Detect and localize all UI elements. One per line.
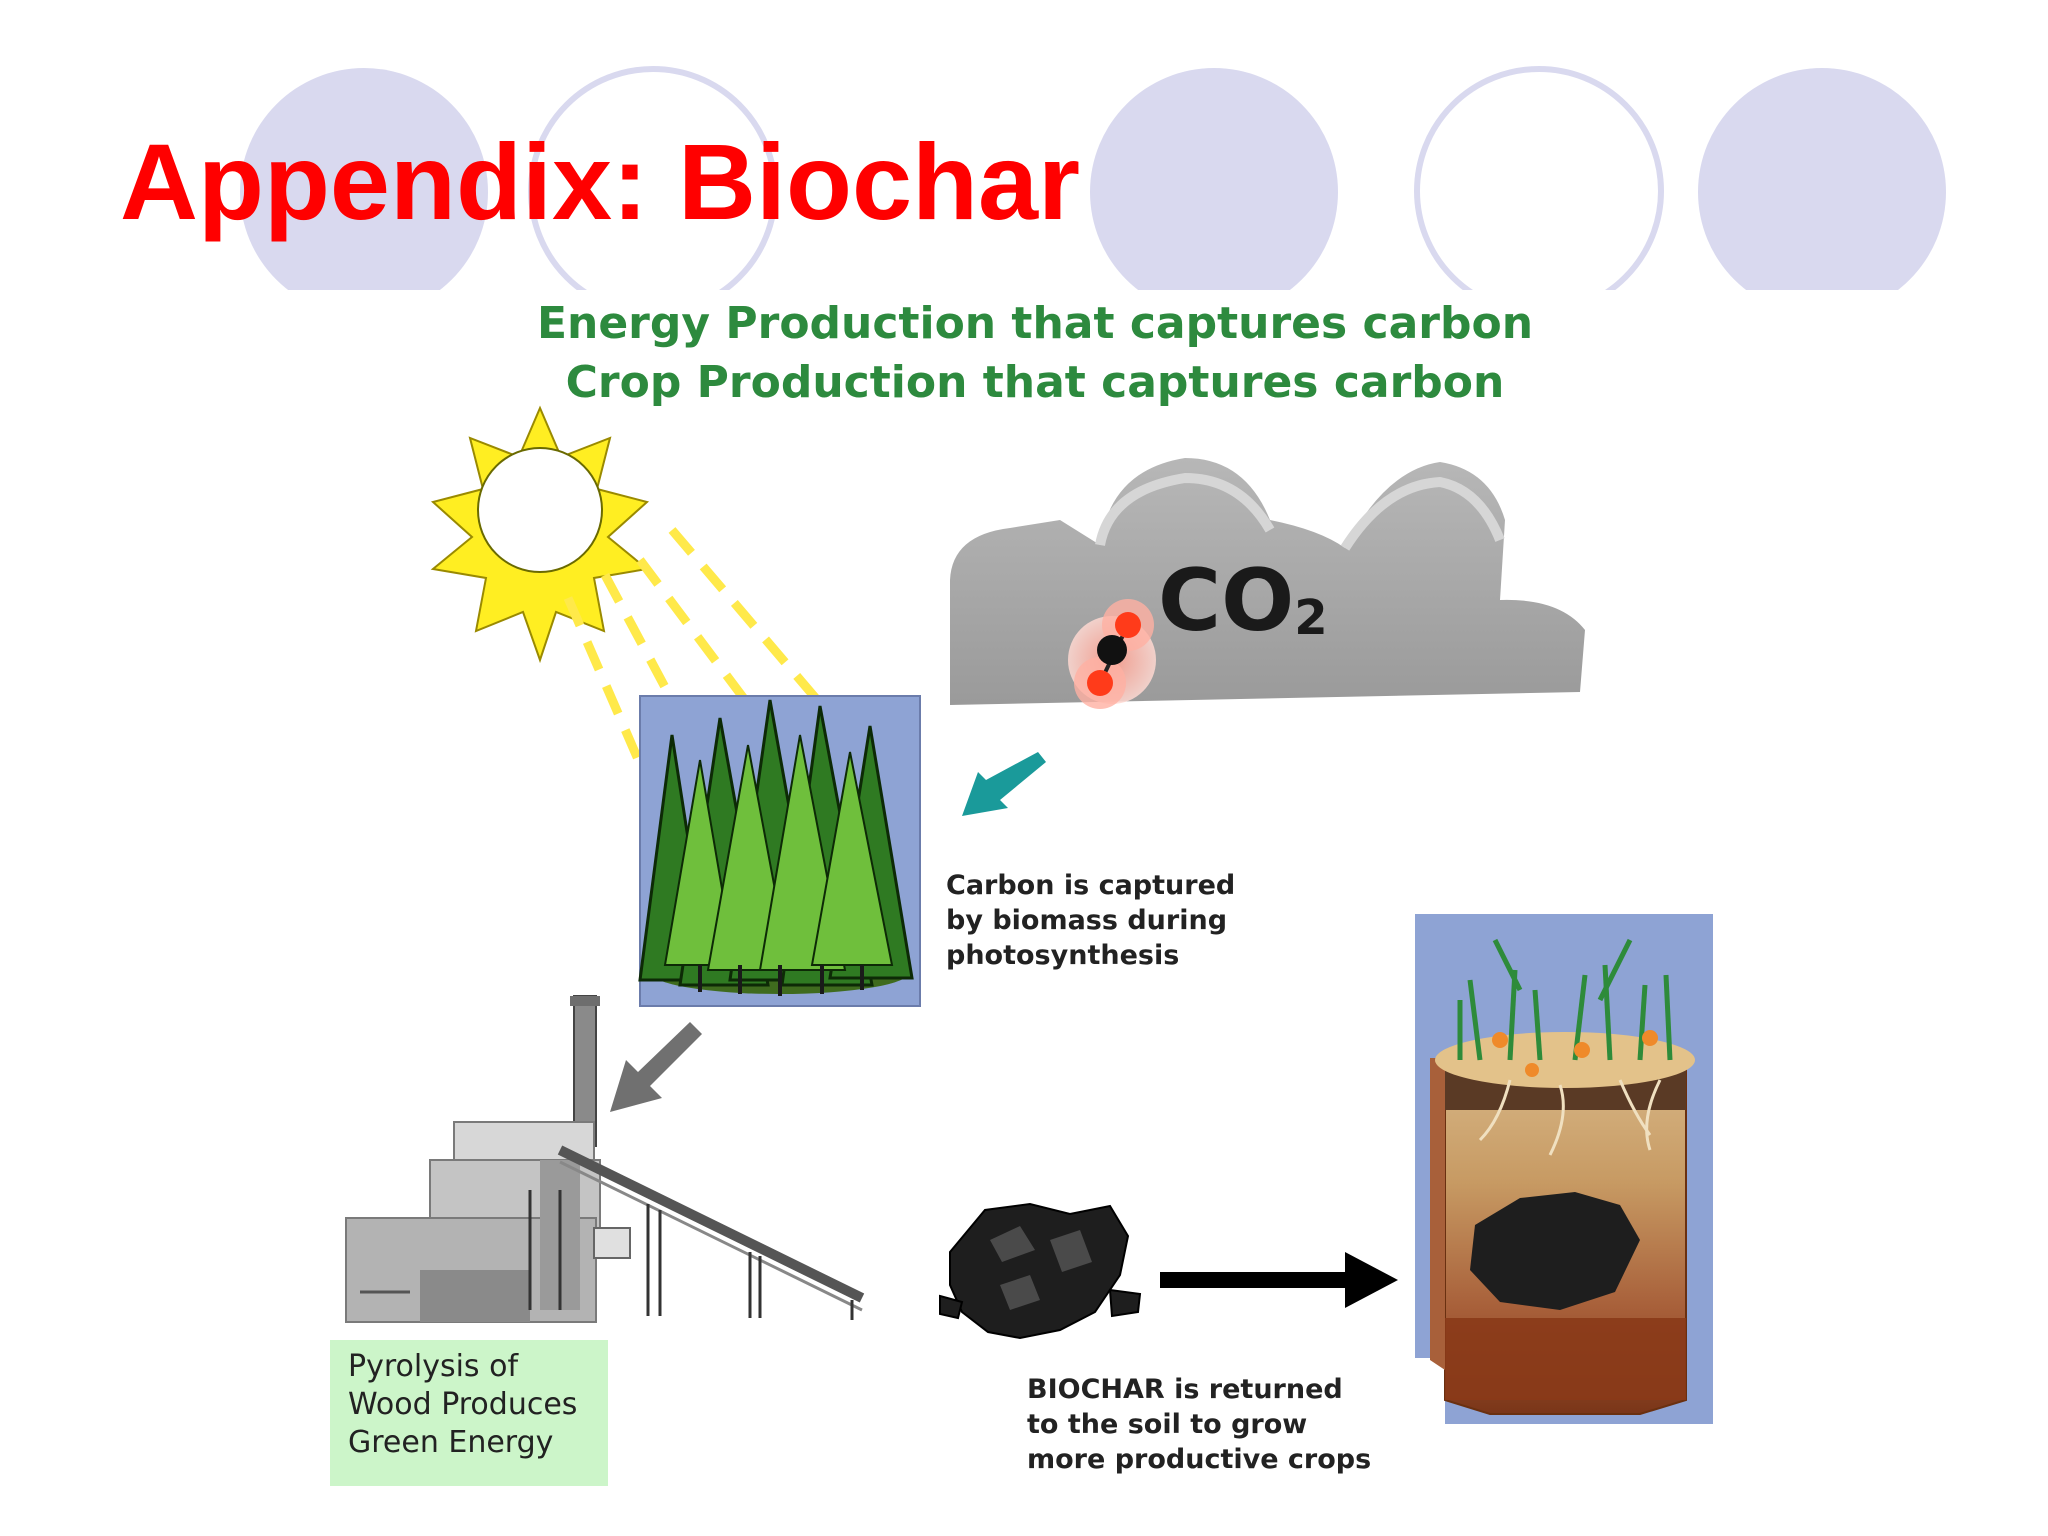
caption-line: photosynthesis <box>946 940 1180 971</box>
co2-label: CO2 <box>1158 551 1328 651</box>
decor-circle-1 <box>240 68 488 316</box>
power-plant-icon <box>345 995 865 1323</box>
arrow-to-trees-icon <box>962 752 1046 816</box>
caption-line: more productive crops <box>1027 1444 1372 1475</box>
decor-circle-3 <box>1090 68 1338 316</box>
biochar-pile-icon <box>939 1202 1142 1340</box>
caption-carbon-capture: Carbon is captured by biomass during pho… <box>946 868 1235 973</box>
caption-line: to the soil to grow <box>1027 1409 1308 1440</box>
caption-biochar: BIOCHAR is returned to the soil to grow … <box>1027 1372 1371 1477</box>
forest-icon <box>638 695 921 1007</box>
caption-line: Green Energy <box>348 1425 554 1460</box>
caption-line: Pyrolysis of <box>348 1349 519 1384</box>
caption-line: Wood Produces <box>348 1387 578 1422</box>
pyrolysis-label-box: Pyrolysis of Wood Produces Green Energy <box>330 1340 608 1486</box>
headline-crop: Crop Production that captures carbon <box>565 357 1505 408</box>
arrow-to-plant-icon <box>610 1022 702 1112</box>
decor-circle-5 <box>1698 68 1946 316</box>
arrow-to-soil-icon <box>1160 1252 1398 1308</box>
caption-line: BIOCHAR is returned <box>1027 1374 1343 1405</box>
caption-line: Carbon is captured <box>946 870 1236 901</box>
slide-title: Appendix: Biochar <box>120 121 1081 242</box>
soil-cross-section-icon <box>1415 914 1713 1424</box>
caption-line: by biomass during <box>946 905 1228 936</box>
co2-molecule-icon <box>1068 599 1156 709</box>
headline-energy: Energy Production that captures carbon <box>536 298 1534 349</box>
sun-icon <box>430 405 650 664</box>
